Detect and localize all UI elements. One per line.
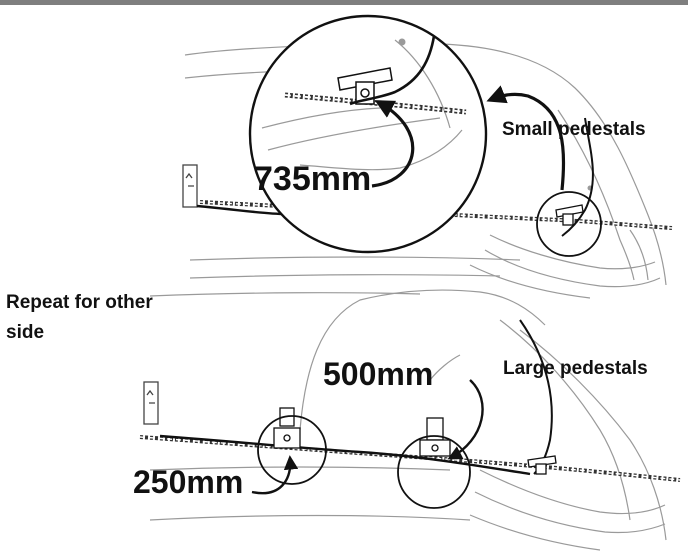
top-rule <box>0 0 688 5</box>
pedestal-circle-left <box>257 415 327 485</box>
pedestal-bracket-icon <box>273 407 301 449</box>
pedestal-circle-right <box>397 435 471 509</box>
curved-arrow-icon <box>447 379 484 460</box>
pedestal-bracket-icon <box>419 417 451 457</box>
vehicle-side-bottom <box>149 289 667 551</box>
cable-detail <box>349 35 436 106</box>
cable-bottom <box>159 434 531 476</box>
cable-top-right <box>561 117 594 237</box>
measure-500-label: 500mm <box>323 356 434 392</box>
wall-bracket-icon <box>143 381 159 425</box>
curved-arrow-icon <box>251 455 299 495</box>
detail-circle-top <box>248 14 488 254</box>
wall-bracket-icon <box>182 164 198 208</box>
curved-arrow-icon <box>371 100 415 188</box>
cable-top-left <box>196 204 286 216</box>
repeat-note: Repeat for other side <box>6 292 153 343</box>
vehicle-rear-top <box>184 43 667 299</box>
large-pedestals-label: Large pedestals <box>503 358 648 379</box>
measure-250-label: 250mm <box>133 464 244 500</box>
small-pedestals-label: Small pedestals <box>502 119 646 140</box>
measure-735-label: 735mm <box>254 160 372 198</box>
pedestal-bracket-icon <box>527 455 557 475</box>
callout-arrow <box>486 85 566 191</box>
